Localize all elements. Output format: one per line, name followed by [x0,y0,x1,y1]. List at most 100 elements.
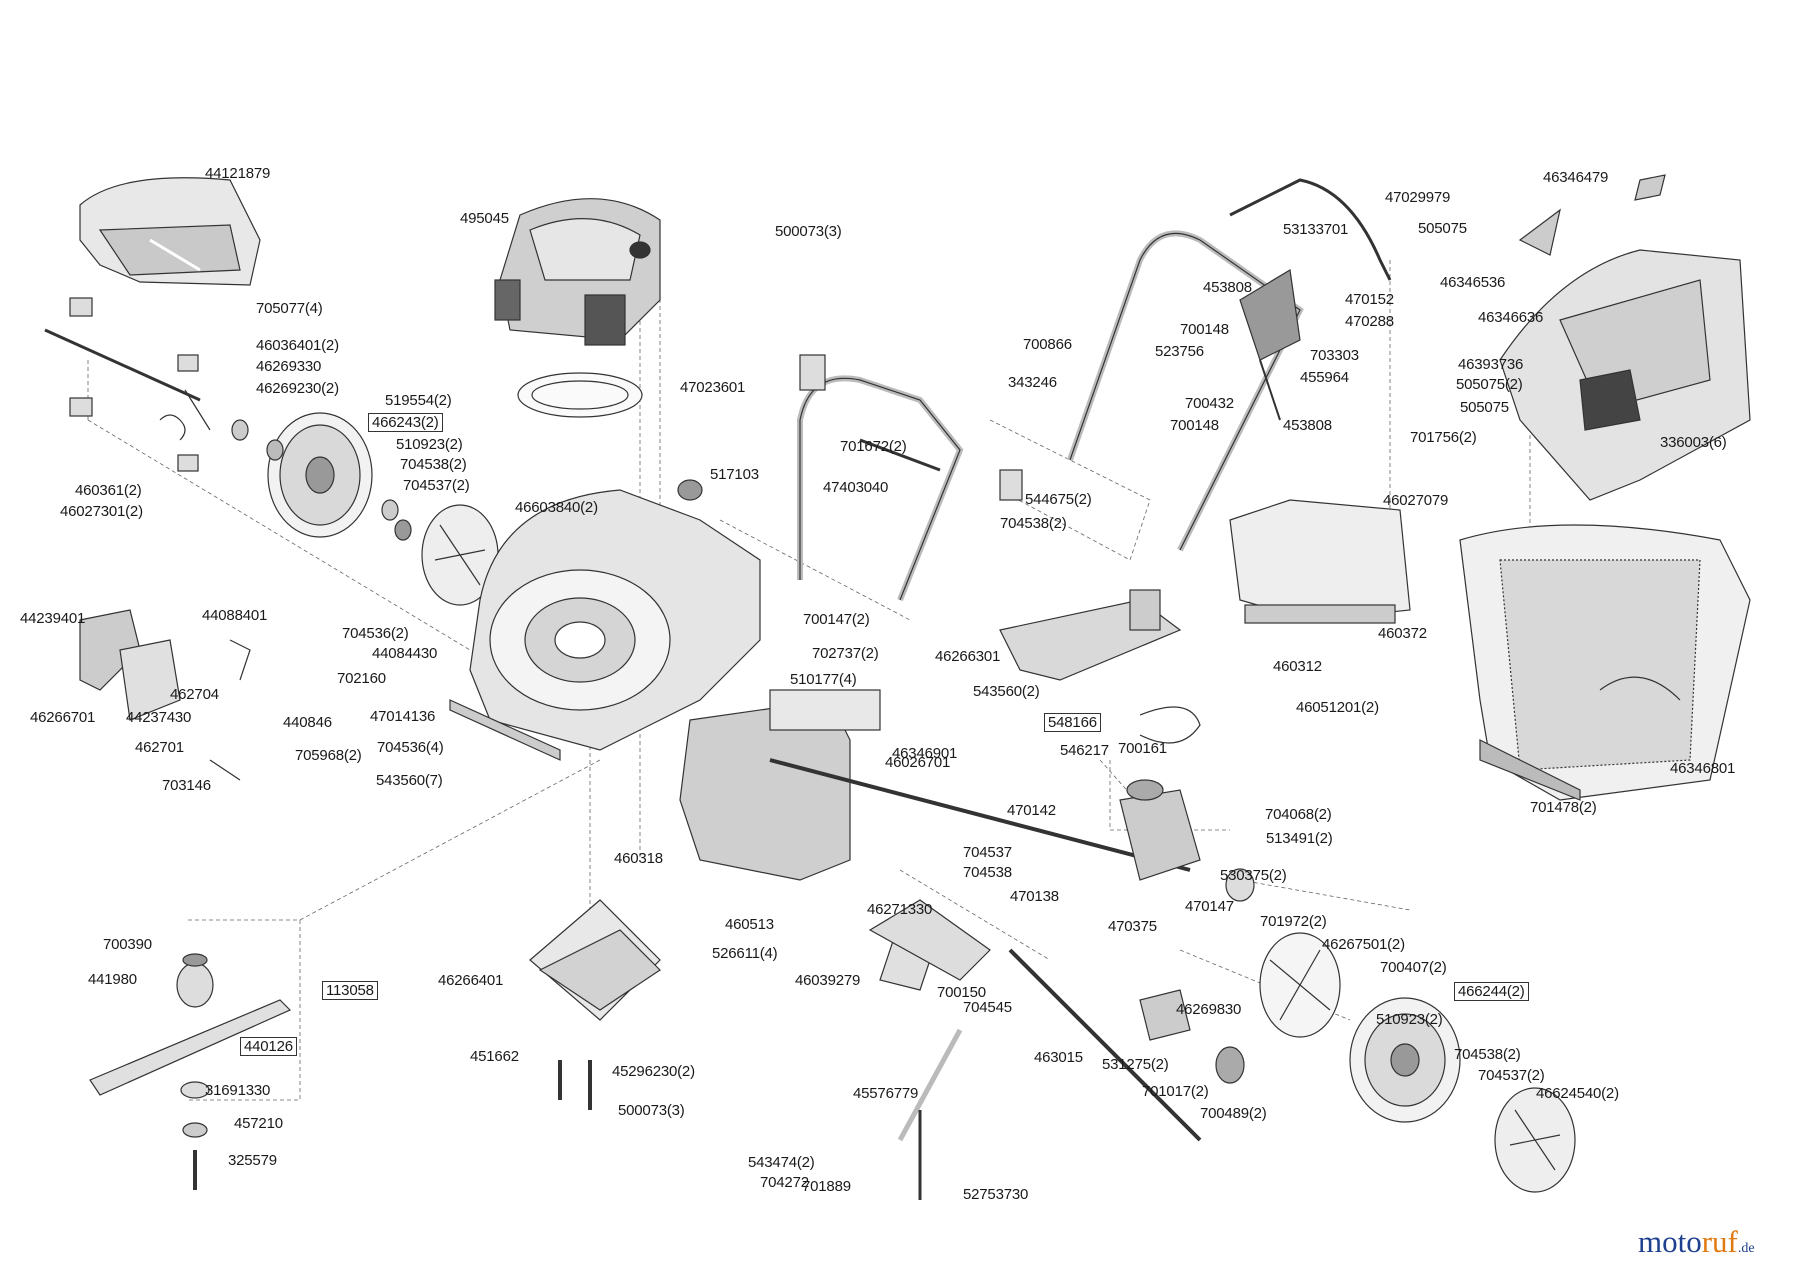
part-label: 700161 [1118,740,1167,757]
part-label: 700489(2) [1200,1105,1267,1122]
part-label: 46027079 [1383,492,1449,509]
part-label: 704537(2) [1478,1067,1545,1084]
part-label: 440126 [240,1037,297,1056]
part-label: 46026701 [885,754,951,771]
brand-suffix: .de [1737,1241,1755,1256]
left-wheel-part [231,412,412,541]
part-label: 46266701 [30,709,96,726]
part-label: 460361(2) [75,482,142,499]
part-label: 46393736 [1458,356,1524,373]
part-label: 44237430 [126,709,192,726]
part-label: 457210 [234,1115,283,1132]
part-label: 462701 [135,739,184,756]
part-label: 704538(2) [400,456,467,473]
part-label: 531275(2) [1102,1056,1169,1073]
part-label: 46603840(2) [515,499,598,516]
brand-logo: motoruf.de [1638,1224,1755,1260]
part-label: 46269830 [1176,1001,1242,1018]
part-label: 700147(2) [803,611,870,628]
blade-part [89,953,592,1190]
part-label: 705968(2) [295,747,362,764]
part-label: 460312 [1273,658,1322,675]
gearbox-part [769,706,1255,902]
part-label: 44121879 [205,165,271,182]
engine-gasket-part [517,372,643,418]
part-label: 700148 [1170,417,1219,434]
part-label: 45296230(2) [612,1063,695,1080]
part-label: 46269330 [256,358,322,375]
mulch-lid-part [1229,499,1411,624]
part-label: 470147 [1185,898,1234,915]
part-label: 462704 [170,686,219,703]
part-label: 453808 [1203,279,1252,296]
part-label: 548166 [1044,713,1101,732]
part-label: 510923(2) [396,436,463,453]
part-label: 543560(7) [376,772,443,789]
part-label: 702160 [337,670,386,687]
part-label: 46269230(2) [256,380,339,397]
part-label: 45576779 [853,1085,919,1102]
part-label: 704538(2) [1454,1046,1521,1063]
part-label: 510177(4) [790,671,857,688]
part-label: 519554(2) [385,392,452,409]
part-label: 700866 [1023,336,1072,353]
part-label: 451662 [470,1048,519,1065]
part-label: 46266401 [438,972,504,989]
part-label: 460513 [725,916,774,933]
part-label: 31691330 [205,1082,271,1099]
height-adjuster-part [79,609,251,781]
mower-deck-part [449,479,761,761]
part-label: 46346479 [1543,169,1609,186]
part-label: 701972(2) [1260,913,1327,930]
part-label: 544675(2) [1025,491,1092,508]
part-label: 53133701 [1283,221,1349,238]
part-label: 52753730 [963,1186,1029,1203]
part-label: 343246 [1008,374,1057,391]
part-label: 500073(3) [775,223,842,240]
part-label: 702737(2) [812,645,879,662]
part-label: 523756 [1155,343,1204,360]
lower-handle-part [797,354,1023,602]
upper-handle-part [1067,178,1392,552]
part-label: 470152 [1345,291,1394,308]
part-label: 704538 [963,864,1012,881]
part-label: 700150 [937,984,986,1001]
part-label: 700432 [1185,395,1234,412]
right-wheel-part [1259,932,1576,1193]
part-label: 470288 [1345,313,1394,330]
part-label: 44239401 [20,610,86,627]
bag-frame-part [1499,174,1751,501]
part-label: 505075 [1460,399,1509,416]
part-label: 704068(2) [1265,806,1332,823]
part-label: 46267501(2) [1322,936,1405,953]
part-label: 705077(4) [256,300,323,317]
part-label: 543474(2) [748,1154,815,1171]
part-label: 46346636 [1478,309,1544,326]
drive-linkage-part [868,899,1245,1200]
part-label: 704272 [760,1174,809,1191]
part-label: 44088401 [202,607,268,624]
part-label: 46346536 [1440,274,1506,291]
part-label: 701672(2) [840,438,907,455]
mulch-insert-part [999,589,1182,681]
part-label: 47014136 [370,708,436,725]
part-label: 470138 [1010,888,1059,905]
part-label: 47403040 [823,479,889,496]
part-label: 704545 [963,999,1012,1016]
part-label: 701478(2) [1530,799,1597,816]
part-label: 703303 [1310,347,1359,364]
part-label: 505075 [1418,220,1467,237]
part-label: 495045 [460,210,509,227]
brand-part1: moto [1638,1224,1702,1259]
part-label: 440846 [283,714,332,731]
part-label: 113058 [322,981,378,1000]
part-label: 460318 [614,850,663,867]
part-label: 46051201(2) [1296,699,1379,716]
part-label: 701017(2) [1142,1083,1209,1100]
part-label: 701889 [802,1178,851,1195]
part-label: 46036401(2) [256,337,339,354]
part-label: 470142 [1007,802,1056,819]
part-label: 46039279 [795,972,861,989]
